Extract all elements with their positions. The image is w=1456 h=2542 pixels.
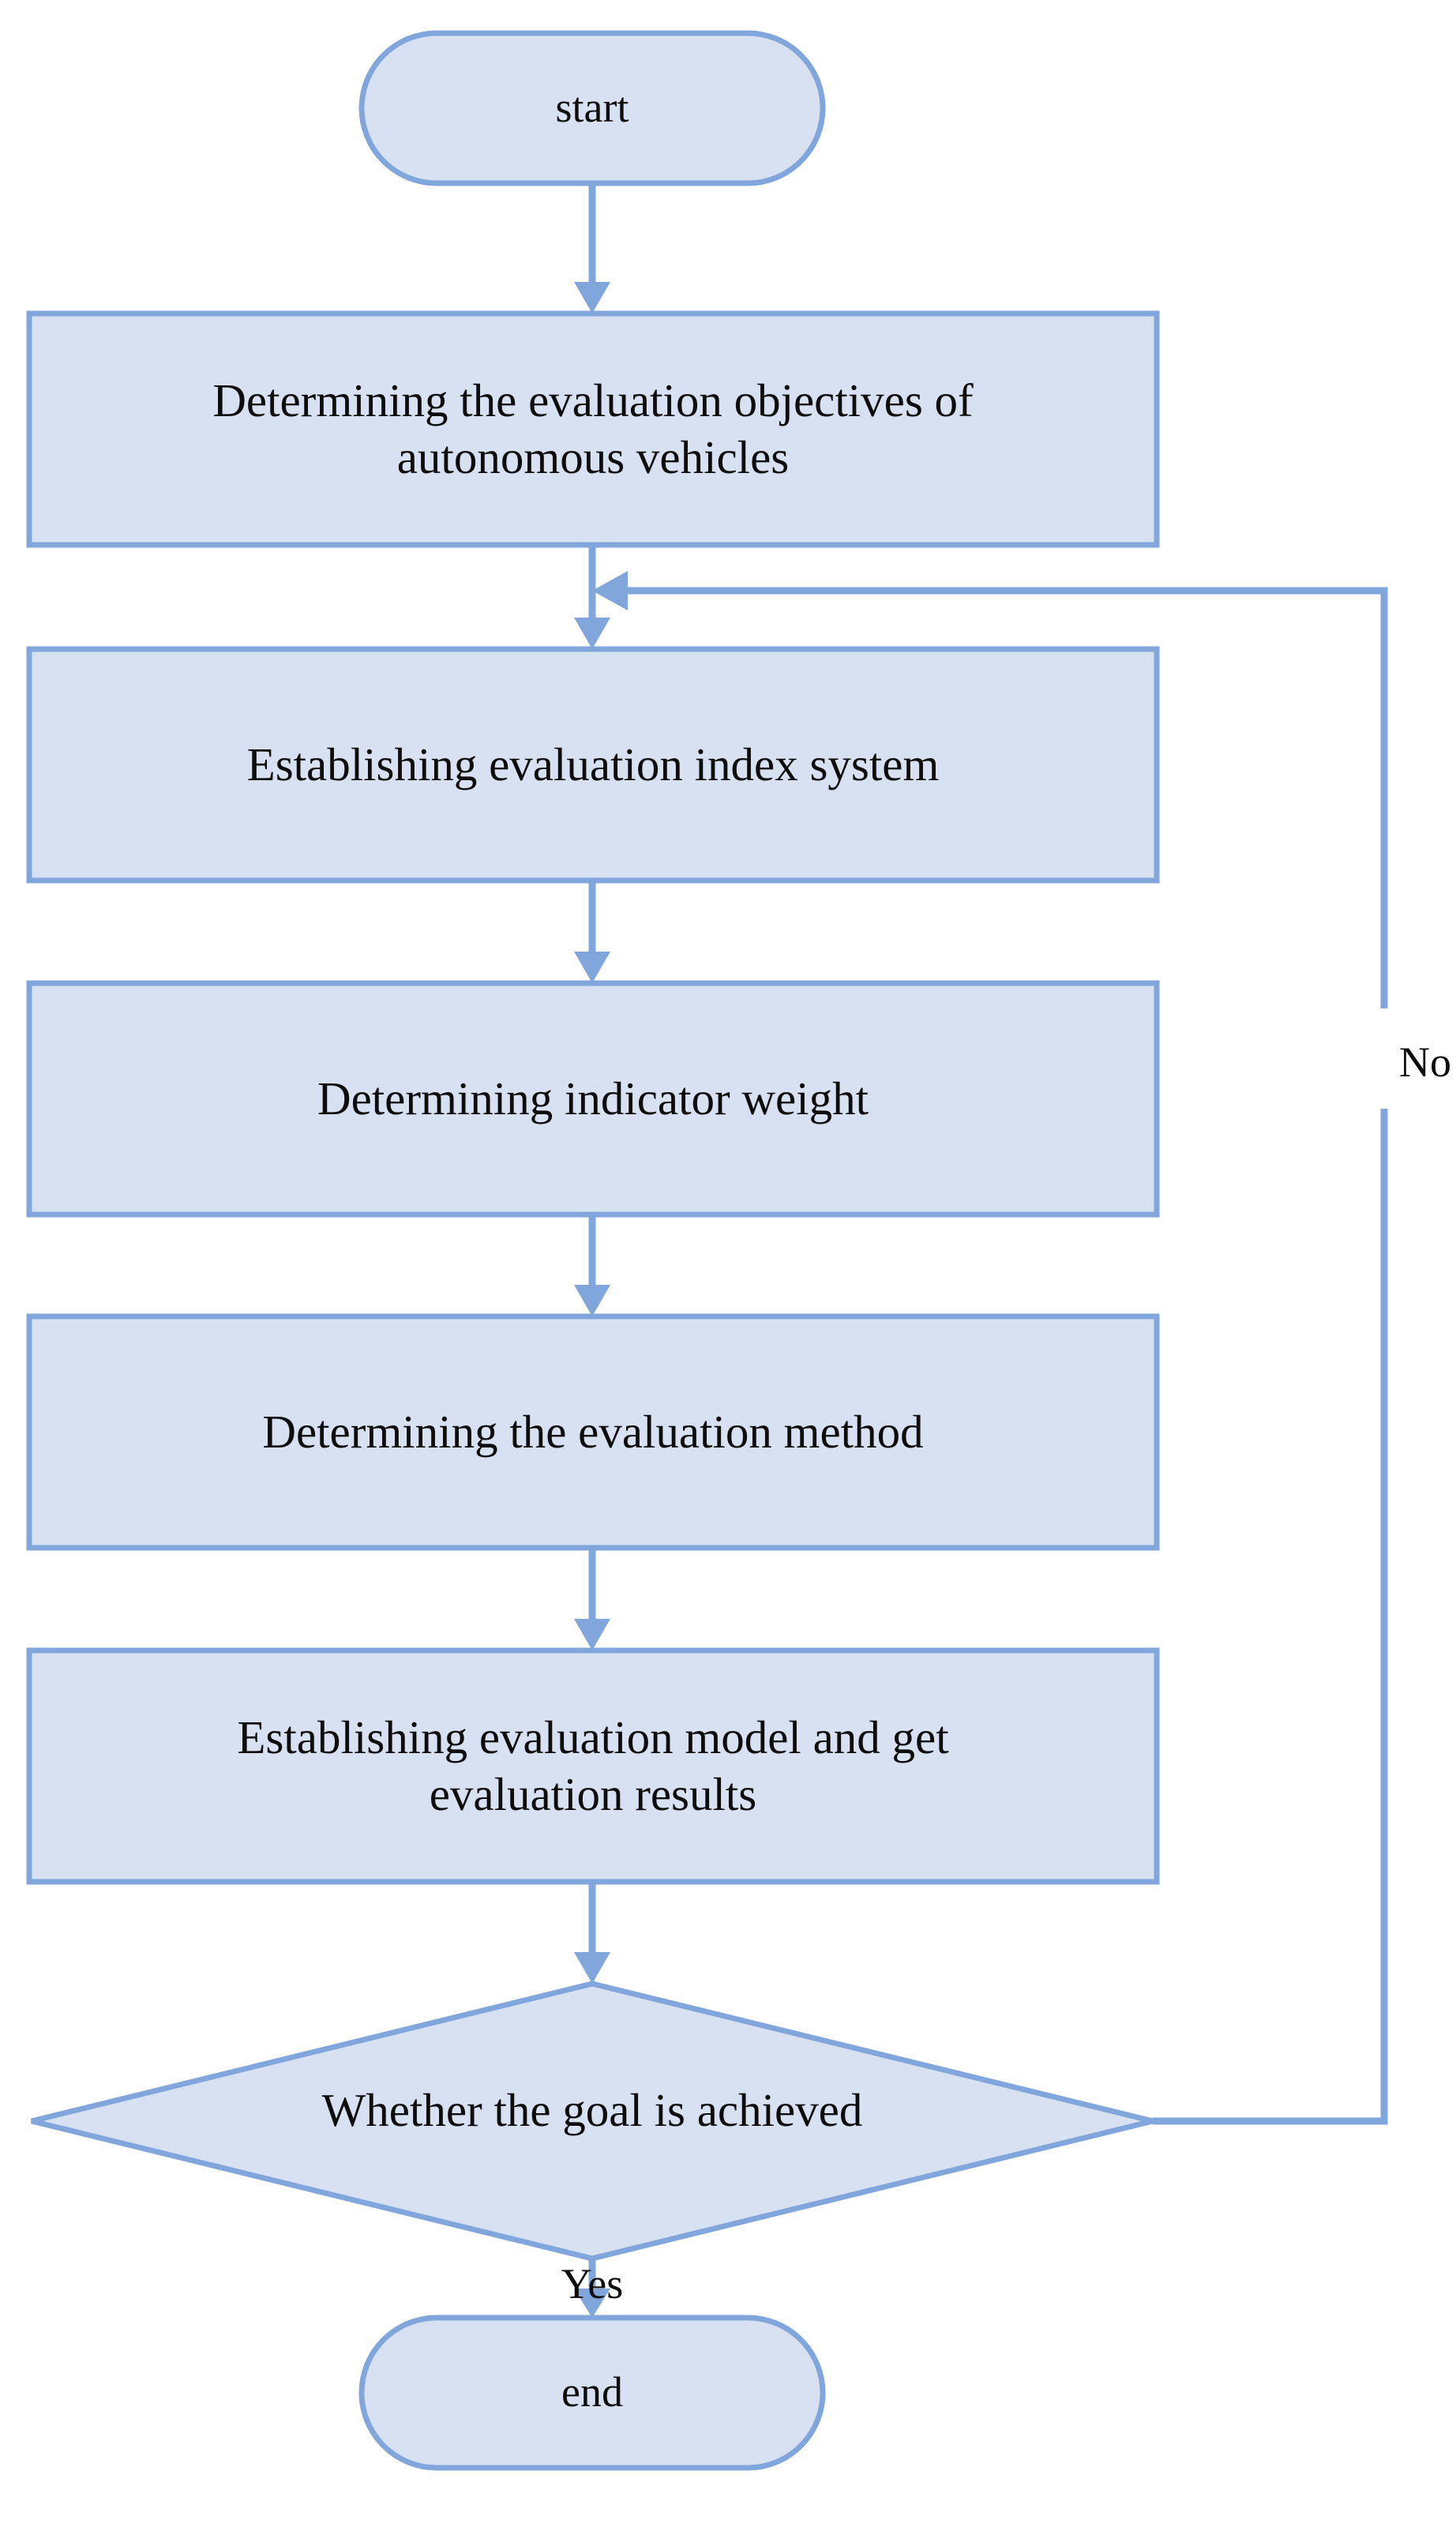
node-shape-p2[interactable] <box>26 646 1160 884</box>
node-shape-p5[interactable] <box>26 1647 1160 1885</box>
edge-p3-to-p4 <box>574 1215 610 1316</box>
edge-p1-to-p2 <box>574 545 610 649</box>
node-shape-decision[interactable] <box>31 1981 1154 2262</box>
edge-label-yes: Yes <box>561 2260 624 2307</box>
node-shape-p3[interactable] <box>26 980 1160 1218</box>
edge-p2-to-p3 <box>574 881 610 983</box>
edge-p5-to-decision <box>574 1882 610 1984</box>
connector-group <box>574 183 1388 2318</box>
edge-decision-to-end <box>574 2259 610 2318</box>
edge-p4-to-p5 <box>574 1548 610 1650</box>
node-shape-end[interactable] <box>358 2315 826 2471</box>
node-shape-p4[interactable] <box>26 1313 1160 1551</box>
edge-start-to-p1 <box>574 183 610 314</box>
node-shape-start[interactable] <box>358 30 826 186</box>
node-shape-p1[interactable] <box>26 310 1160 548</box>
edge-label-no: No <box>1399 1038 1451 1086</box>
node-shape-group <box>26 30 1160 2471</box>
edge-decision-to-p2-no <box>592 571 1388 2125</box>
